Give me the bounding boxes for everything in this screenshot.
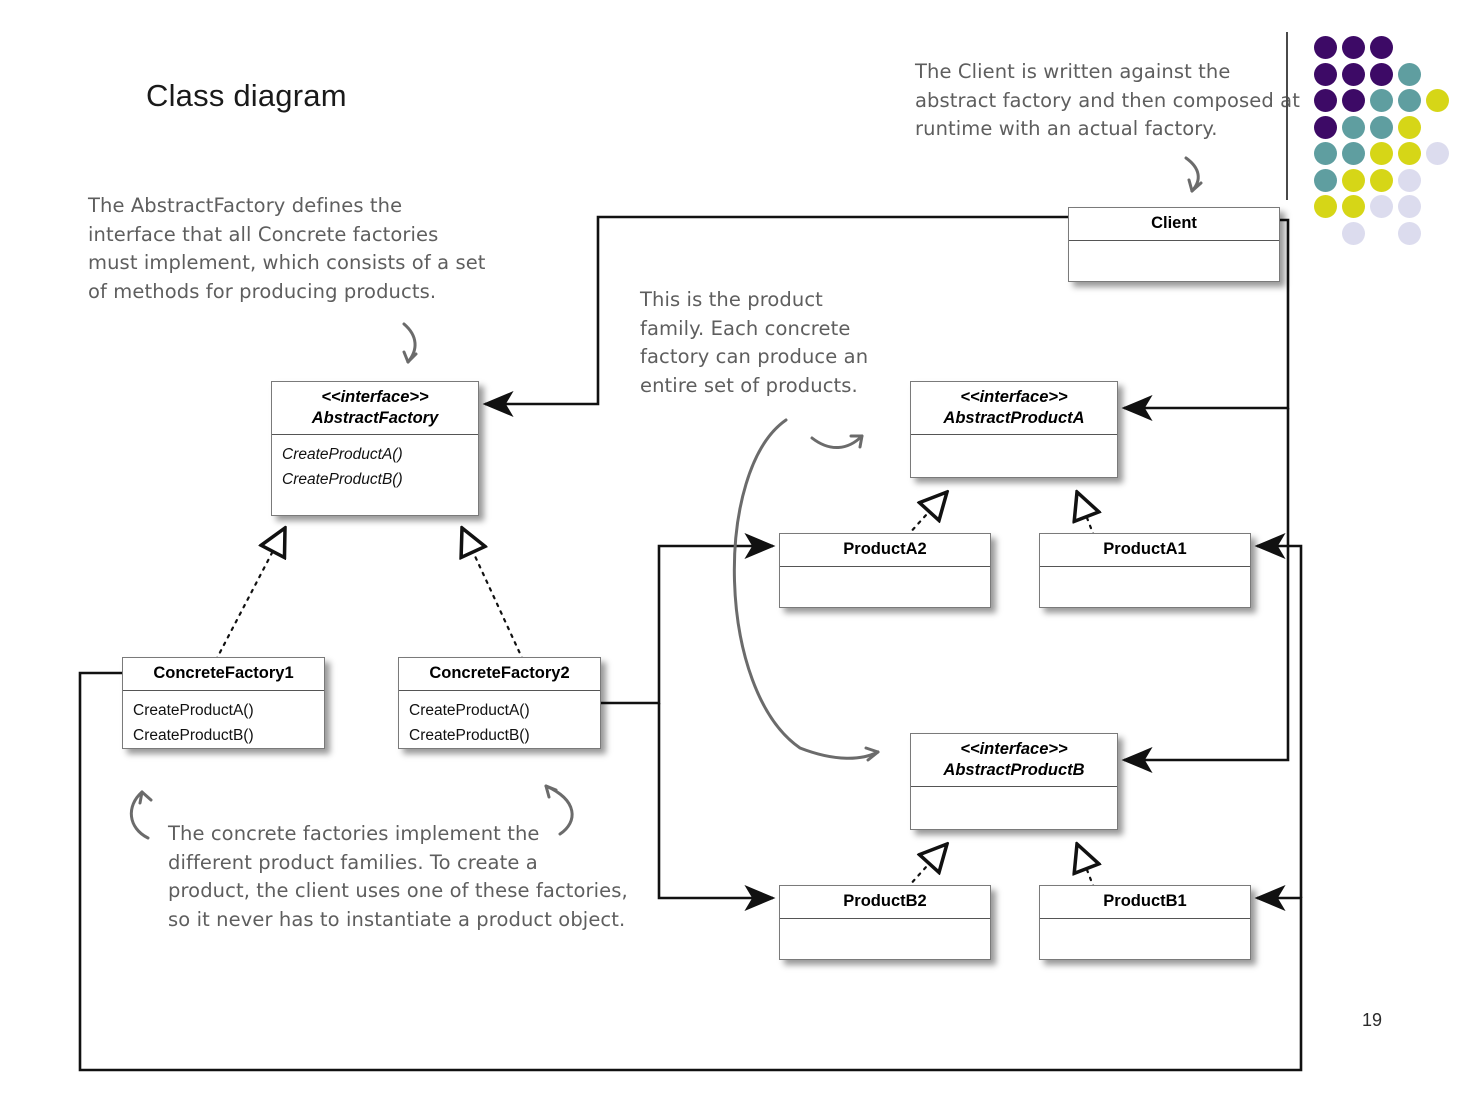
- logo-dot-lavender: [1370, 195, 1393, 218]
- logo-dot-purple: [1342, 36, 1365, 59]
- logo-dot-teal: [1314, 168, 1337, 192]
- logo-dot-teal: [1314, 142, 1337, 165]
- class-title-abstract-factory: AbstractFactory: [311, 408, 439, 427]
- class-box-concrete-factory1[interactable]: ConcreteFactory1 CreateProductA() Create…: [122, 657, 325, 749]
- class-box-client[interactable]: Client: [1068, 207, 1280, 282]
- logo-dot-yellow: [1426, 89, 1449, 112]
- class-name-concrete-factory2: ConcreteFactory2: [399, 658, 600, 691]
- class-title-product-a2: ProductA2: [843, 540, 927, 558]
- member-create-product-b: CreateProductB(): [282, 471, 403, 489]
- logo-dot-lavender: [1398, 168, 1421, 192]
- annotation-abstract-factory: The AbstractFactory defines the interfac…: [88, 194, 486, 303]
- stereotype-abstract-product-b: <<interface>>: [960, 740, 1068, 758]
- class-title-abstract-product-b: AbstractProductB: [943, 760, 1085, 779]
- class-name-concrete-factory1: ConcreteFactory1: [123, 658, 324, 691]
- page-number: 19: [1362, 1010, 1383, 1030]
- logo-dot-teal: [1342, 115, 1365, 139]
- logo-dot-purple: [1370, 36, 1393, 59]
- class-title-concrete-factory1: ConcreteFactory1: [153, 664, 294, 682]
- class-members-abstract-factory: CreateProductA() CreateProductB(): [272, 435, 478, 498]
- class-box-abstract-product-b[interactable]: <<interface>> AbstractProductB: [910, 733, 1118, 830]
- stereotype-abstract-product-a: <<interface>>: [960, 388, 1068, 406]
- logo-dot-yellow: [1314, 195, 1337, 218]
- class-title-client: Client: [1151, 214, 1197, 232]
- class-title-abstract-product-a: AbstractProductA: [943, 408, 1085, 427]
- class-title-product-b1: ProductB1: [1103, 892, 1187, 910]
- class-members-client: [1069, 241, 1279, 288]
- logo-dot-purple: [1370, 62, 1393, 86]
- logo-dot-lavender: [1426, 142, 1449, 165]
- logo-dot-purple: [1314, 36, 1337, 59]
- logo-dot-purple: [1342, 89, 1365, 112]
- annotation-product-family: This is the product family. Each concret…: [640, 288, 869, 397]
- class-members-product-b2: [780, 919, 990, 966]
- logo-dot-teal: [1370, 115, 1393, 139]
- logo-dot-teal: [1370, 89, 1393, 112]
- class-box-product-b1[interactable]: ProductB1: [1039, 885, 1251, 960]
- class-members-product-b1: [1040, 919, 1250, 966]
- class-title-concrete-factory2: ConcreteFactory2: [429, 664, 570, 682]
- class-members-abstract-product-a: [911, 435, 1117, 482]
- annotation-client: The Client is written against the abstra…: [915, 60, 1300, 141]
- logo-dot-yellow: [1398, 142, 1421, 165]
- class-box-product-a1[interactable]: ProductA1: [1039, 533, 1251, 608]
- logo-dot-yellow: [1398, 115, 1421, 139]
- class-box-product-b2[interactable]: ProductB2: [779, 885, 991, 960]
- annotation-concrete-factories: The concrete factories implement the dif…: [168, 822, 628, 931]
- logo-dot-teal: [1342, 142, 1365, 165]
- class-name-product-a1: ProductA1: [1040, 534, 1250, 567]
- class-box-abstract-product-a[interactable]: <<interface>> AbstractProductA: [910, 381, 1118, 478]
- class-members-abstract-product-b: [911, 787, 1117, 834]
- logo-dot-lavender: [1342, 221, 1365, 245]
- class-name-product-a2: ProductA2: [780, 534, 990, 567]
- logo-dot-lavender: [1398, 195, 1421, 218]
- class-name-client: Client: [1069, 208, 1279, 241]
- member-create-product-b: CreateProductB(): [409, 726, 530, 744]
- class-name-product-b1: ProductB1: [1040, 886, 1250, 919]
- logo-dot-yellow: [1370, 142, 1393, 165]
- class-box-concrete-factory2[interactable]: ConcreteFactory2 CreateProductA() Create…: [398, 657, 601, 749]
- logo-dot-yellow: [1342, 168, 1365, 192]
- logo-dot-teal: [1398, 89, 1421, 112]
- brand-dot-grid-logo: [1314, 36, 1454, 248]
- member-create-product-a: CreateProductA(): [133, 701, 254, 719]
- logo-dot-purple: [1314, 115, 1337, 139]
- class-members-concrete-factory1: CreateProductA() CreateProductB(): [123, 691, 324, 754]
- header-divider-line: [1286, 32, 1288, 200]
- class-name-abstract-product-b: <<interface>> AbstractProductB: [911, 734, 1117, 788]
- logo-dot-yellow: [1370, 168, 1393, 192]
- logo-dot-purple: [1314, 62, 1337, 86]
- class-members-product-a2: [780, 567, 990, 614]
- class-name-product-b2: ProductB2: [780, 886, 990, 919]
- member-create-product-b: CreateProductB(): [133, 726, 254, 744]
- class-members-product-a1: [1040, 567, 1250, 614]
- class-box-abstract-factory[interactable]: <<interface>> AbstractFactory CreateProd…: [271, 381, 479, 516]
- class-name-abstract-product-a: <<interface>> AbstractProductA: [911, 382, 1117, 436]
- class-title-product-a1: ProductA1: [1103, 540, 1187, 558]
- member-create-product-a: CreateProductA(): [282, 446, 403, 464]
- class-members-concrete-factory2: CreateProductA() CreateProductB(): [399, 691, 600, 754]
- logo-dot-teal: [1398, 62, 1421, 86]
- class-box-product-a2[interactable]: ProductA2: [779, 533, 991, 608]
- member-create-product-a: CreateProductA(): [409, 701, 530, 719]
- logo-dot-yellow: [1342, 195, 1365, 218]
- logo-dot-purple: [1314, 89, 1337, 112]
- class-title-product-b2: ProductB2: [843, 892, 927, 910]
- logo-dot-lavender: [1398, 221, 1421, 245]
- logo-dot-purple: [1342, 62, 1365, 86]
- class-name-abstract-factory: <<interface>> AbstractFactory: [272, 382, 478, 436]
- stereotype-abstract-factory: <<interface>>: [321, 388, 429, 406]
- page-title: Class diagram: [146, 78, 347, 113]
